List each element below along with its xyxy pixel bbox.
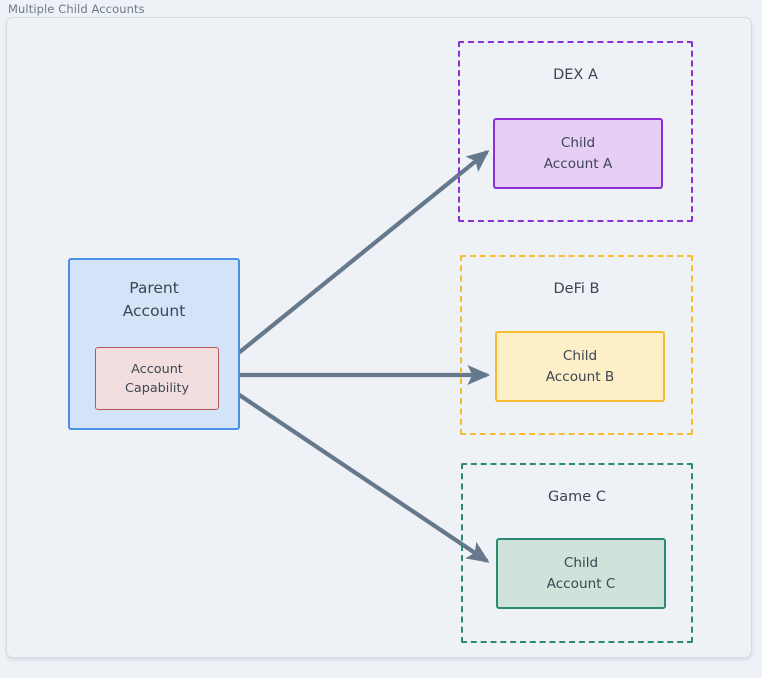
group-defi-b-title: DeFi B [553, 281, 600, 297]
group-game-c[interactable]: Game C Child Account C [461, 463, 693, 643]
child-account-b-label: Child Account B [545, 347, 615, 385]
child-account-b-node[interactable]: Child Account B [495, 331, 665, 402]
group-dex-a-title: DEX A [553, 67, 598, 83]
parent-account-label: Parent Account [122, 279, 186, 320]
account-capability-node[interactable]: Account Capability [95, 347, 219, 410]
account-capability-label: Account Capability [124, 361, 190, 396]
child-account-c-node[interactable]: Child Account C [496, 538, 666, 609]
child-account-c-label: Child Account C [546, 554, 616, 592]
child-account-a-label: Child Account A [543, 134, 613, 172]
child-account-a-node[interactable]: Child Account A [493, 118, 663, 189]
parent-account-node[interactable]: Parent Account Account Capability [68, 258, 240, 430]
group-dex-a[interactable]: DEX A Child Account A [458, 41, 693, 222]
group-game-c-title: Game C [548, 489, 606, 505]
group-defi-b[interactable]: DeFi B Child Account B [460, 255, 693, 435]
frame-title: Multiple Child Accounts [8, 2, 145, 16]
